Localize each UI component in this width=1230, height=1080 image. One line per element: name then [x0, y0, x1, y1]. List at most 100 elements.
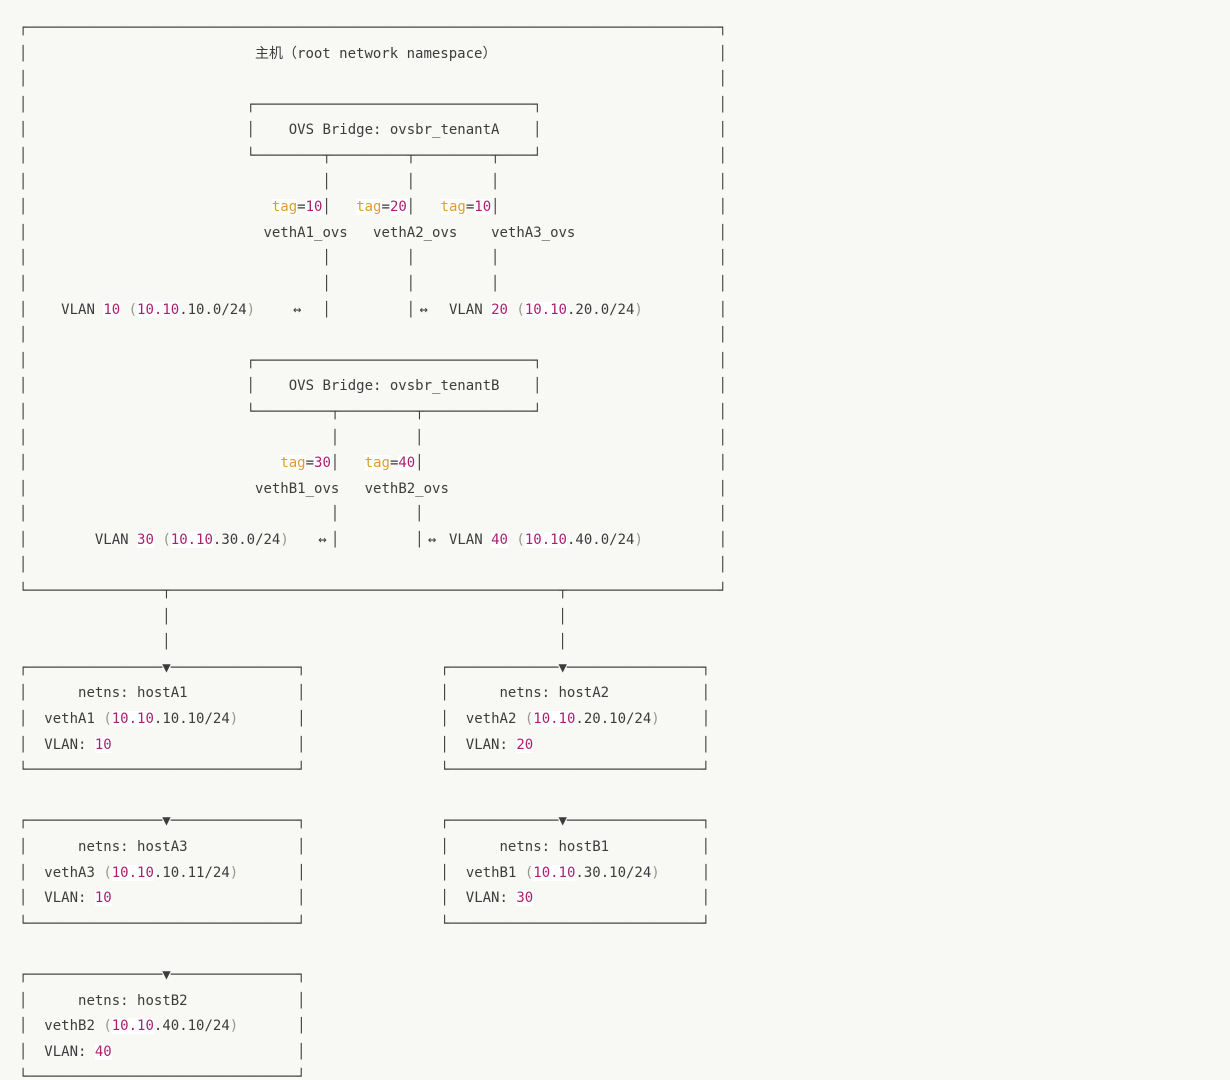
diagram-text: ┘ — [718, 583, 728, 600]
number-literal: 10.10 — [170, 531, 213, 548]
diagram-text — [171, 609, 559, 625]
diagram-text: │ — [19, 685, 28, 702]
diagram-text — [27, 737, 44, 753]
diagram-text: VLAN: — [465, 736, 517, 753]
diagram-line: └────────────────┬──────────────────────… — [19, 579, 1230, 605]
diagram-text: │ OVS Bridge: ovsbr_tenantA │ — [246, 122, 542, 139]
number-literal: 40 — [94, 1043, 112, 1060]
diagram-text: │ — [297, 685, 306, 702]
diagram-text: ┘ — [297, 915, 306, 932]
punctuation: ) — [229, 1018, 239, 1035]
diagram-text: │ — [297, 1018, 306, 1035]
diagram-text: ┐ — [297, 966, 306, 983]
diagram-text — [609, 685, 702, 701]
down-arrow-icon: ▼ — [162, 813, 171, 830]
punctuation: ) — [229, 711, 239, 728]
diagram-line: │ vethB2 (10.10.40.10/24) │ — [19, 1014, 1230, 1040]
diagram-text — [348, 225, 373, 241]
diagram-text: │ — [19, 250, 28, 267]
diagram-text: │ — [440, 890, 449, 907]
diagram-text: │ — [415, 429, 424, 446]
diagram-text: │ — [718, 327, 728, 344]
diagram-text — [306, 890, 441, 906]
diagram-text: │ — [19, 378, 28, 395]
diagram-text: VLAN: — [44, 1043, 95, 1060]
diagram-text: │ — [330, 455, 340, 472]
diagram-text: VLAN — [448, 301, 492, 318]
diagram-text: ────────────────────────────── — [448, 762, 702, 779]
diagram-text — [306, 865, 441, 881]
number-literal: 30 — [314, 455, 331, 472]
diagram-text — [238, 865, 297, 881]
diagram-text: │ OVS Bridge: ovsbr_tenantB │ — [246, 378, 542, 395]
diagram-text: │ — [19, 736, 28, 753]
bidir-arrow-icon: ↔ — [427, 531, 437, 548]
diagram-text — [415, 174, 491, 190]
diagram-text — [112, 890, 297, 906]
diagram-text — [27, 97, 246, 113]
diagram-text: vethA1 — [44, 711, 104, 728]
punctuation: ) — [280, 531, 289, 548]
diagram-text: ──── — [499, 147, 534, 164]
diagram-text — [306, 711, 441, 727]
diagram-text — [27, 122, 246, 138]
diagram-text — [432, 302, 449, 318]
diagram-line: │ VLAN: 40 │ — [19, 1040, 1230, 1066]
diagram-line: └────────────────────────────────┘ └────… — [19, 758, 1230, 784]
diagram-text: ┐ — [701, 813, 711, 830]
diagram-text: ───────────── — [448, 813, 559, 830]
diagram-text: ───────── — [415, 147, 492, 164]
diagram-line: │ VLAN: 10 │ │ VLAN: 20 │ — [19, 733, 1230, 759]
diagram-text: vethB2_ovs — [364, 480, 449, 497]
diagram-text: │ — [701, 890, 711, 907]
diagram-text: .10.11/24 — [153, 864, 230, 881]
diagram-text: vethB2 — [44, 1018, 104, 1035]
down-arrow-icon: ▼ — [162, 966, 171, 983]
diagram-line: └────────────────────────────────┘ └────… — [19, 912, 1230, 938]
diagram-line: │ ┌─────────────────────────────────┐ │ — [19, 93, 1230, 119]
diagram-text: │ — [19, 506, 28, 523]
number-literal: 10 — [103, 301, 121, 318]
diagram-text: └ — [19, 915, 28, 932]
tag-keyword: tag — [280, 455, 306, 472]
diagram-text — [27, 890, 44, 906]
diagram-text: ┬ — [558, 583, 567, 600]
diagram-text — [331, 199, 356, 215]
diagram-text — [542, 378, 719, 394]
diagram-text — [27, 302, 61, 318]
diagram-text: │ — [718, 250, 728, 267]
diagram-text: ┬ — [162, 583, 171, 600]
diagram-text: │ — [406, 301, 416, 318]
diagram-text — [27, 1018, 44, 1034]
diagram-text: ┘ — [533, 147, 542, 164]
diagram-text: vethA3 — [44, 864, 104, 881]
punctuation: ( — [516, 301, 525, 318]
diagram-text — [533, 737, 702, 753]
diagram-line: ┌────────────────▼───────────────┐ ┌────… — [19, 809, 1230, 835]
tag-keyword: tag — [356, 199, 382, 216]
diagram-text: .30.0/24 — [212, 531, 281, 548]
tag-keyword: tag — [271, 199, 298, 216]
diagram-text: VLAN — [448, 531, 492, 548]
diagram-text — [188, 839, 298, 855]
diagram-text: │ — [491, 250, 500, 267]
diagram-line: ┌────────────────▼───────────────┐ ┌────… — [19, 656, 1230, 682]
number-literal: 10.10 — [137, 301, 180, 318]
diagram-text — [27, 46, 255, 62]
diagram-text — [112, 737, 297, 753]
diagram-text: = — [381, 199, 390, 216]
number-literal: 20 — [491, 301, 508, 318]
diagram-text: │ — [491, 275, 500, 292]
diagram-text: ┐ — [297, 813, 306, 830]
diagram-text: │ — [19, 352, 28, 369]
punctuation: ) — [651, 864, 660, 881]
diagram-line: │ │ │ │ │ — [19, 170, 1230, 196]
diagram-text: ───────────── — [423, 403, 534, 420]
diagram-text — [188, 685, 298, 701]
diagram-text: │ — [558, 634, 567, 651]
diagram-text: │ — [718, 122, 728, 139]
diagram-text: │ — [162, 608, 171, 625]
diagram-text: │ — [19, 327, 28, 344]
punctuation: ) — [651, 711, 660, 728]
diagram-text: ┬ — [415, 403, 424, 420]
